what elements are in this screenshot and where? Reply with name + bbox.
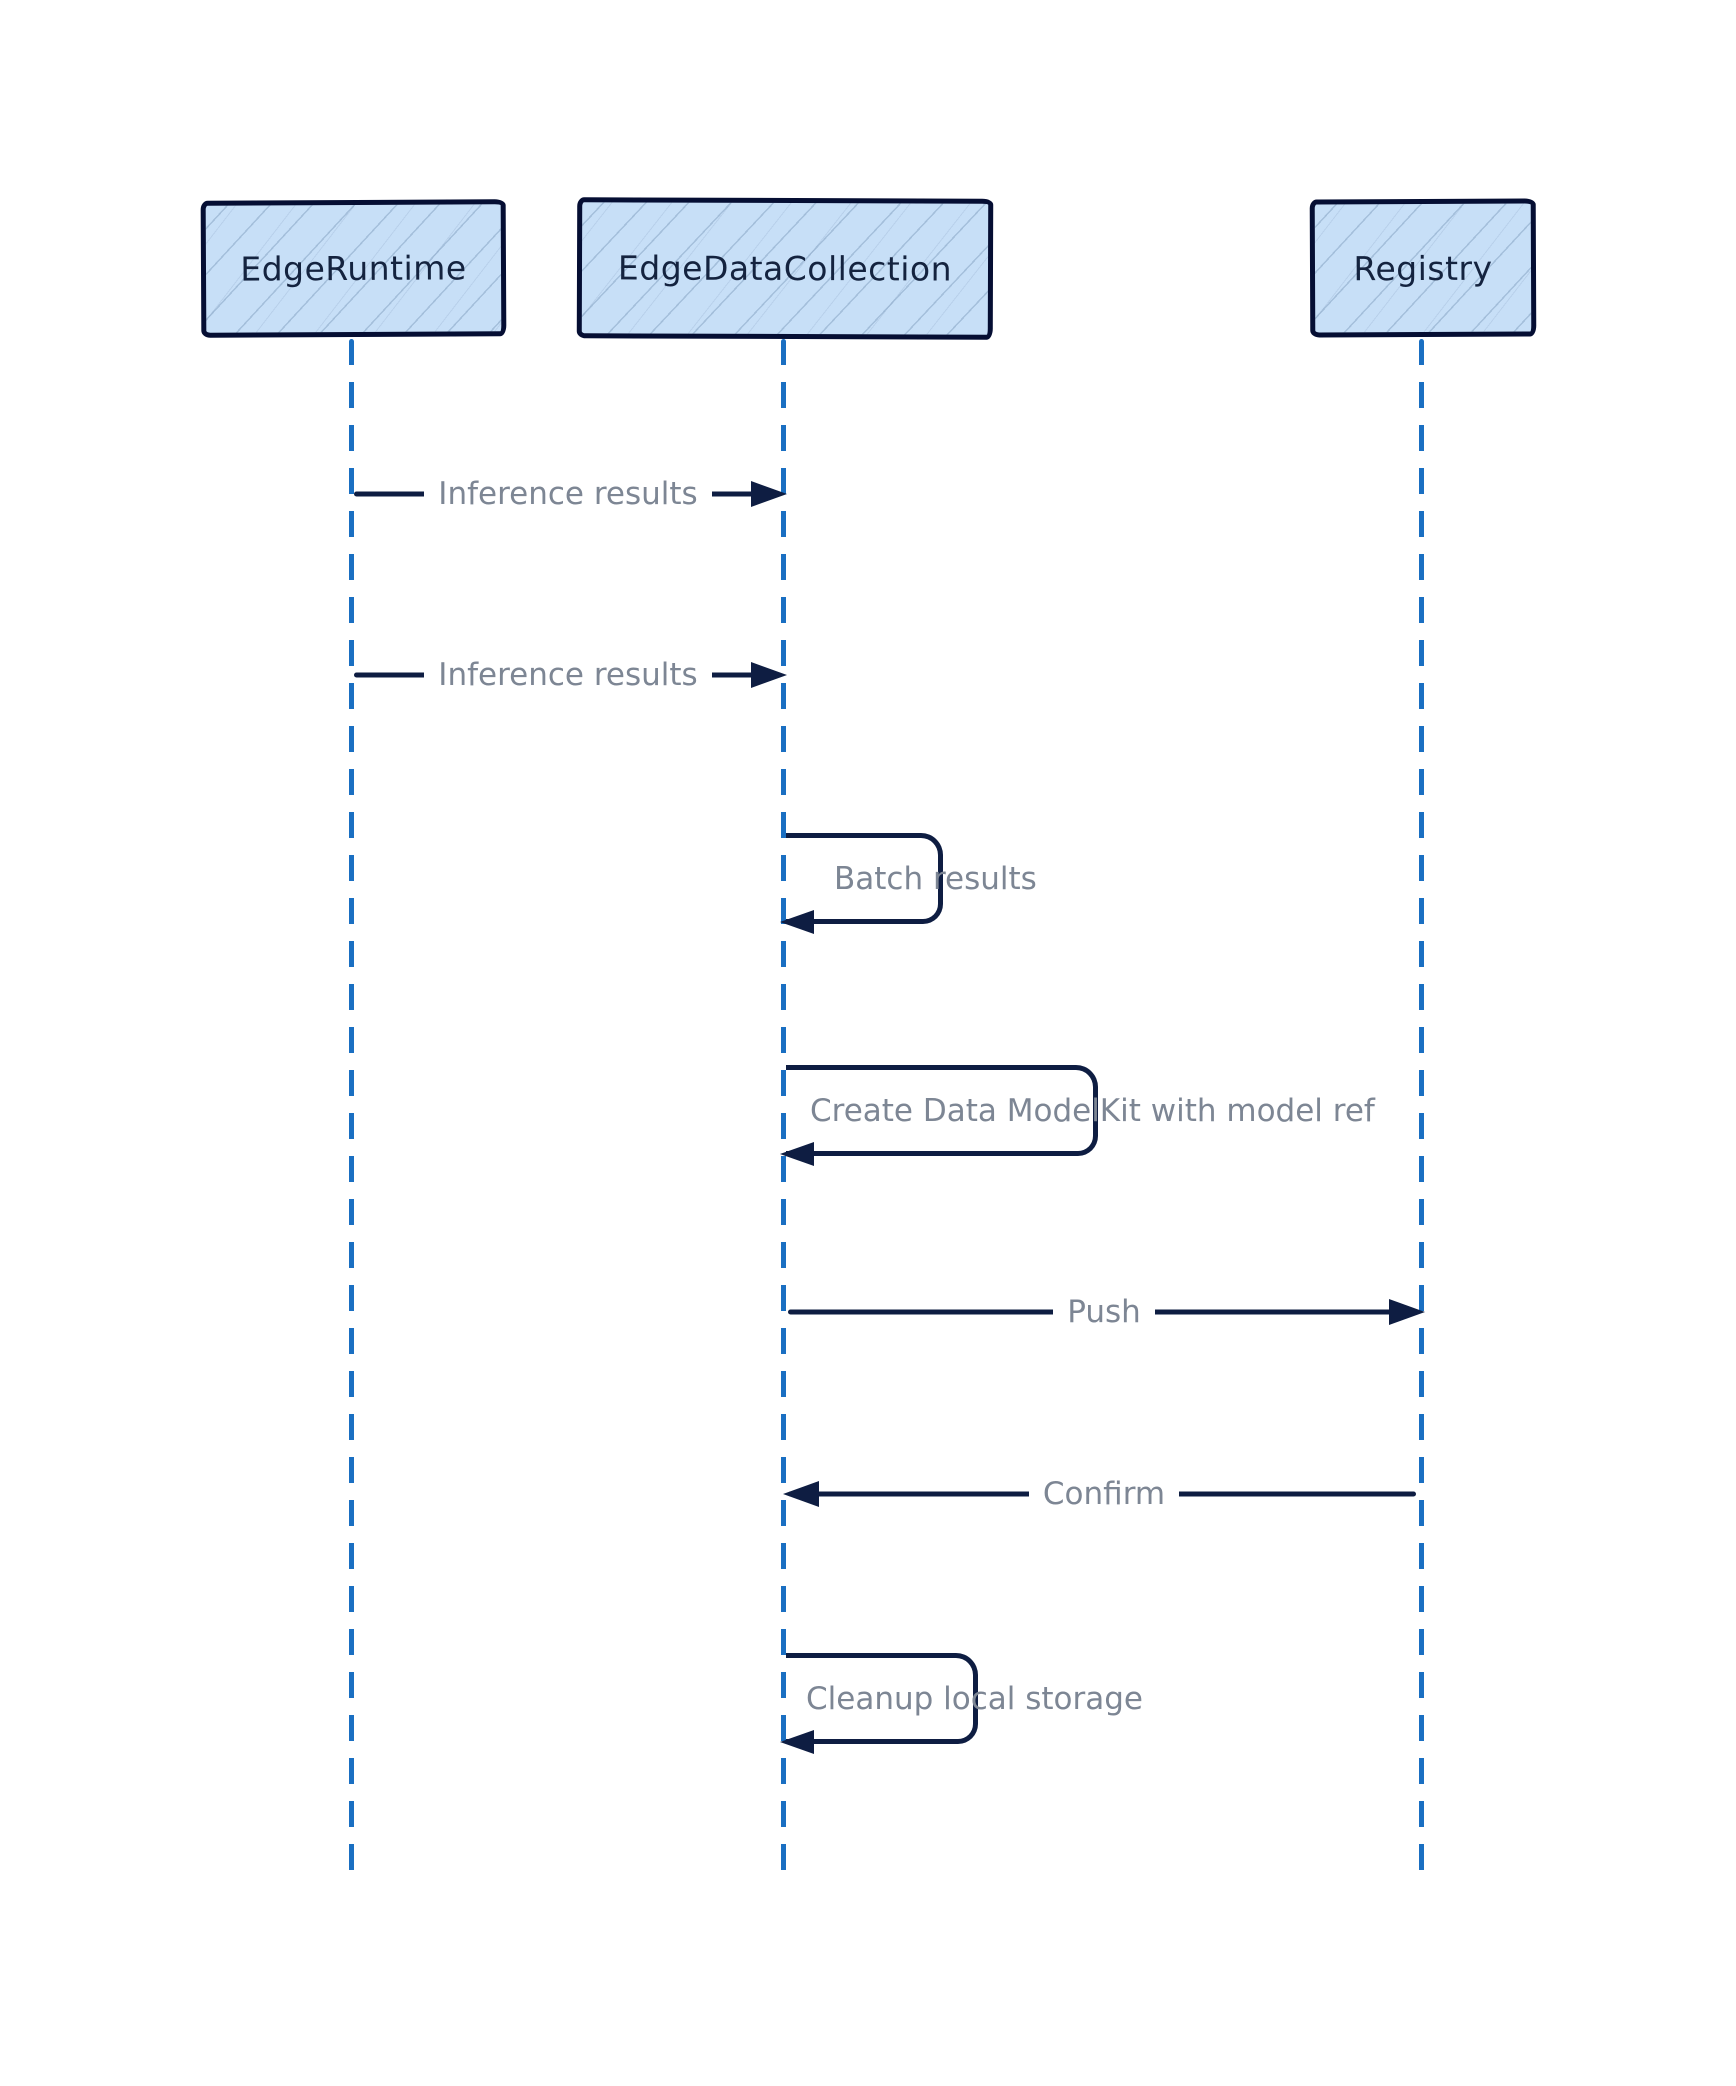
actor-label-edge-data-collection: EdgeDataCollection — [617, 248, 953, 289]
actor-label-registry: Registry — [1353, 248, 1493, 288]
self-message-create-data-modelkit: Create Data ModelKit with model ref — [780, 1065, 1375, 1166]
self-loop-line — [786, 1065, 1098, 1156]
arrowhead-left-icon — [780, 1142, 814, 1166]
actor-box-registry: Registry — [1309, 198, 1537, 338]
message-label: Cleanup local storage — [806, 1680, 1144, 1717]
arrowhead-right-icon — [751, 662, 787, 688]
lifeline-edge-runtime — [349, 339, 354, 1886]
message-confirm: Confirm — [783, 1476, 1422, 1512]
message-label: Confirm — [1028, 1476, 1180, 1512]
lifeline-edge-data-collection — [781, 339, 786, 1886]
message-label: Batch results — [834, 860, 1037, 897]
arrowhead-right-icon — [1389, 1299, 1425, 1325]
self-message-cleanup-local-storage: Cleanup local storage — [780, 1653, 1143, 1754]
self-loop-line — [786, 1653, 978, 1744]
message-inference-results-1: Inference results — [352, 476, 787, 512]
arrowhead-left-icon — [780, 1730, 814, 1754]
message-label: Inference results — [424, 657, 712, 693]
arrowhead-right-icon — [751, 481, 787, 507]
actor-box-edge-data-collection: EdgeDataCollection — [576, 197, 994, 340]
message-label: Inference results — [424, 476, 712, 512]
message-push: Push — [786, 1294, 1425, 1330]
message-label: Push — [1053, 1294, 1155, 1330]
arrowhead-left-icon — [780, 910, 814, 934]
actor-label-edge-runtime: EdgeRuntime — [240, 248, 467, 289]
message-label: Create Data ModelKit with model ref — [810, 1092, 1375, 1129]
self-loop-line — [786, 833, 943, 924]
message-inference-results-2: Inference results — [352, 657, 787, 693]
self-message-batch-results: Batch results — [780, 833, 1037, 934]
lifeline-registry — [1419, 339, 1424, 1886]
actor-box-edge-runtime: EdgeRuntime — [200, 199, 507, 338]
arrowhead-left-icon — [783, 1481, 819, 1507]
